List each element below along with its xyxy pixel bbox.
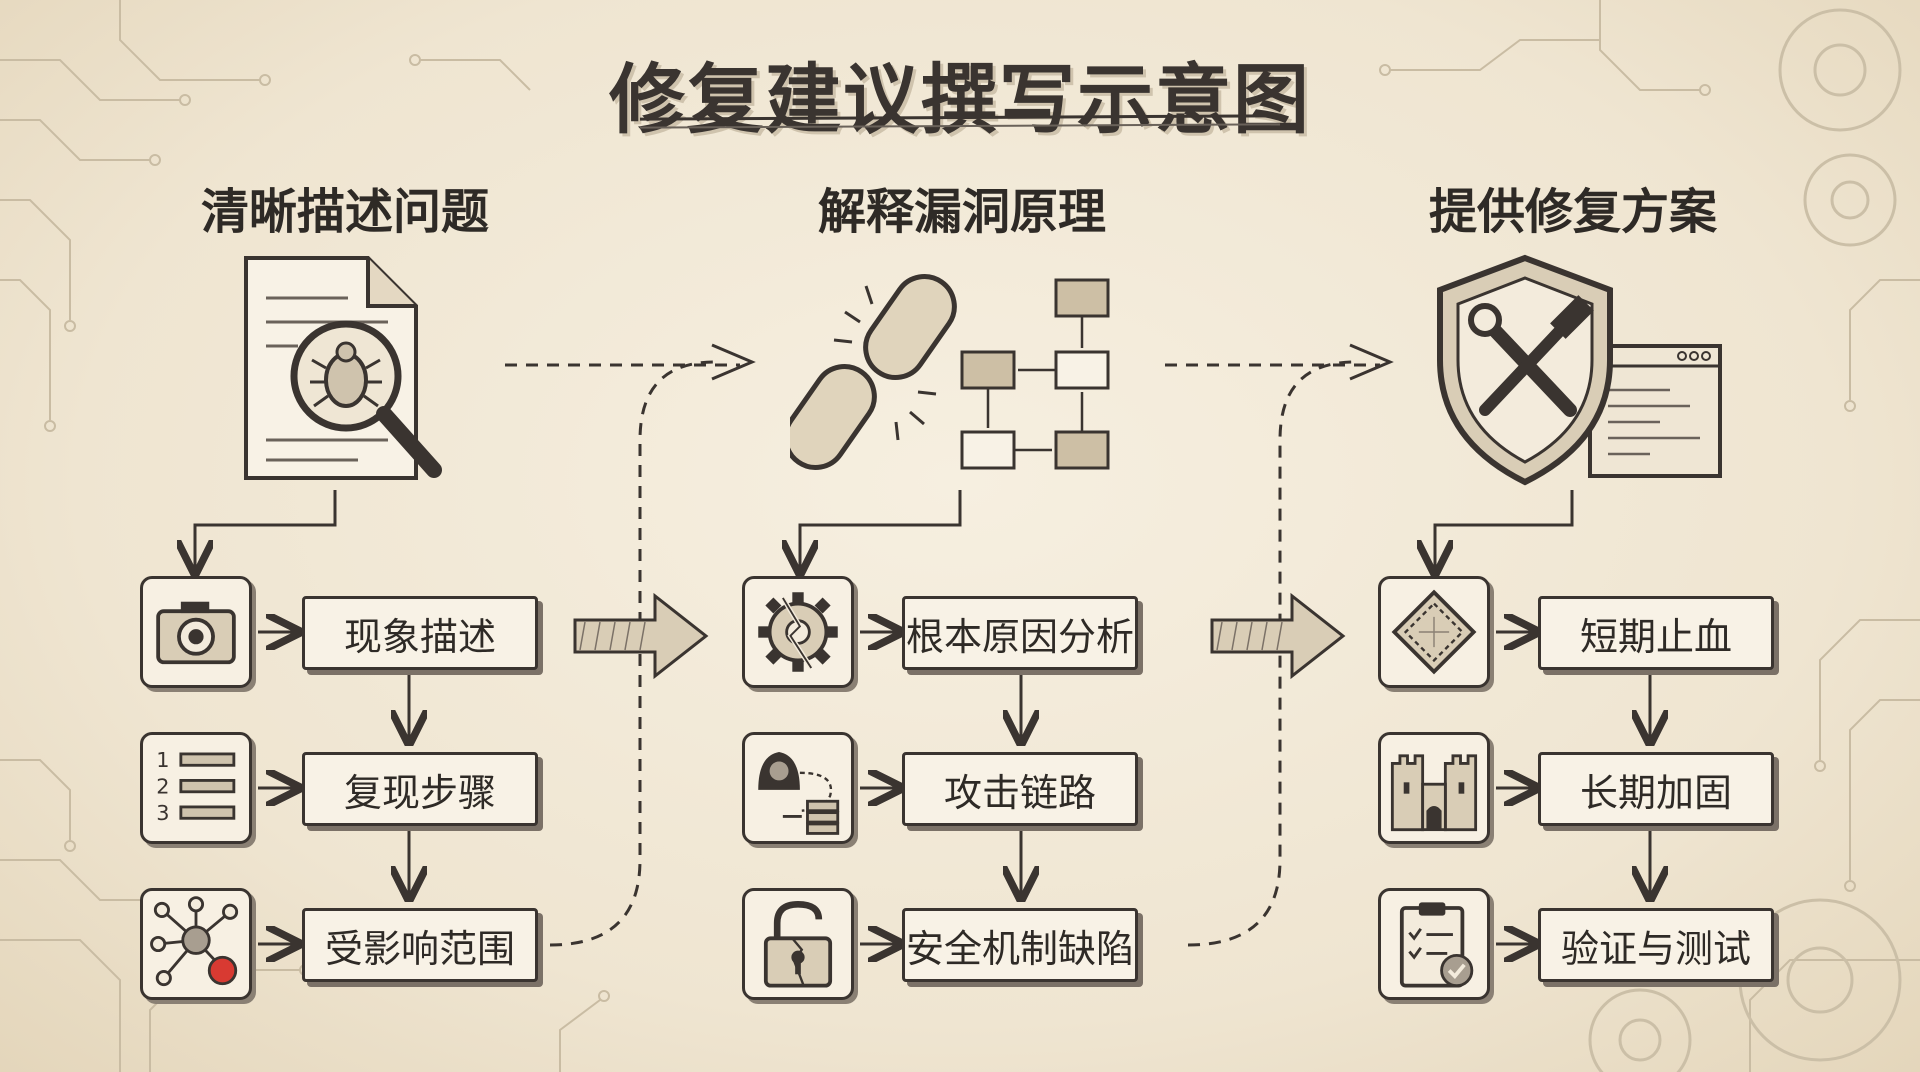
column-title-describe: 清晰描述问题: [200, 184, 489, 240]
shield-tools-code-icon: [1437, 254, 1722, 486]
step-symptom-description: 现象描述: [302, 596, 538, 670]
page-title: 修复建议撰写示意图: [609, 55, 1311, 144]
step-reproduction-steps: 复现步骤: [302, 752, 538, 826]
broken-padlock-icon: [742, 888, 854, 1000]
step-short-term-mitigation: 短期止血: [1538, 596, 1774, 670]
svg-text:1: 1: [156, 748, 169, 772]
camera-icon: [140, 576, 252, 688]
step-attack-chain: 攻击链路: [902, 752, 1138, 826]
column-title-explain: 解释漏洞原理: [817, 184, 1106, 240]
castle-icon: [1378, 732, 1490, 844]
step-long-term-hardening: 长期加固: [1538, 752, 1774, 826]
document-bug-magnifier-icon: [244, 256, 442, 480]
svg-text:2: 2: [156, 775, 169, 799]
step-affected-scope: 受影响范围: [302, 908, 538, 982]
broken-chain-flowchart-icon: [790, 274, 1110, 470]
column-title-fix: 提供修复方案: [1428, 184, 1717, 240]
step-root-cause-analysis: 根本原因分析: [902, 596, 1138, 670]
clipboard-check-icon: [1378, 888, 1490, 1000]
broken-gear-icon: [742, 576, 854, 688]
step-security-mechanism-flaw: 安全机制缺陷: [902, 908, 1138, 982]
bandage-patch-icon: [1378, 576, 1490, 688]
svg-text:3: 3: [156, 801, 169, 825]
step-verification-testing: 验证与测试: [1538, 908, 1774, 982]
network-nodes-icon: [140, 888, 252, 1000]
hacker-server-icon: [742, 732, 854, 844]
